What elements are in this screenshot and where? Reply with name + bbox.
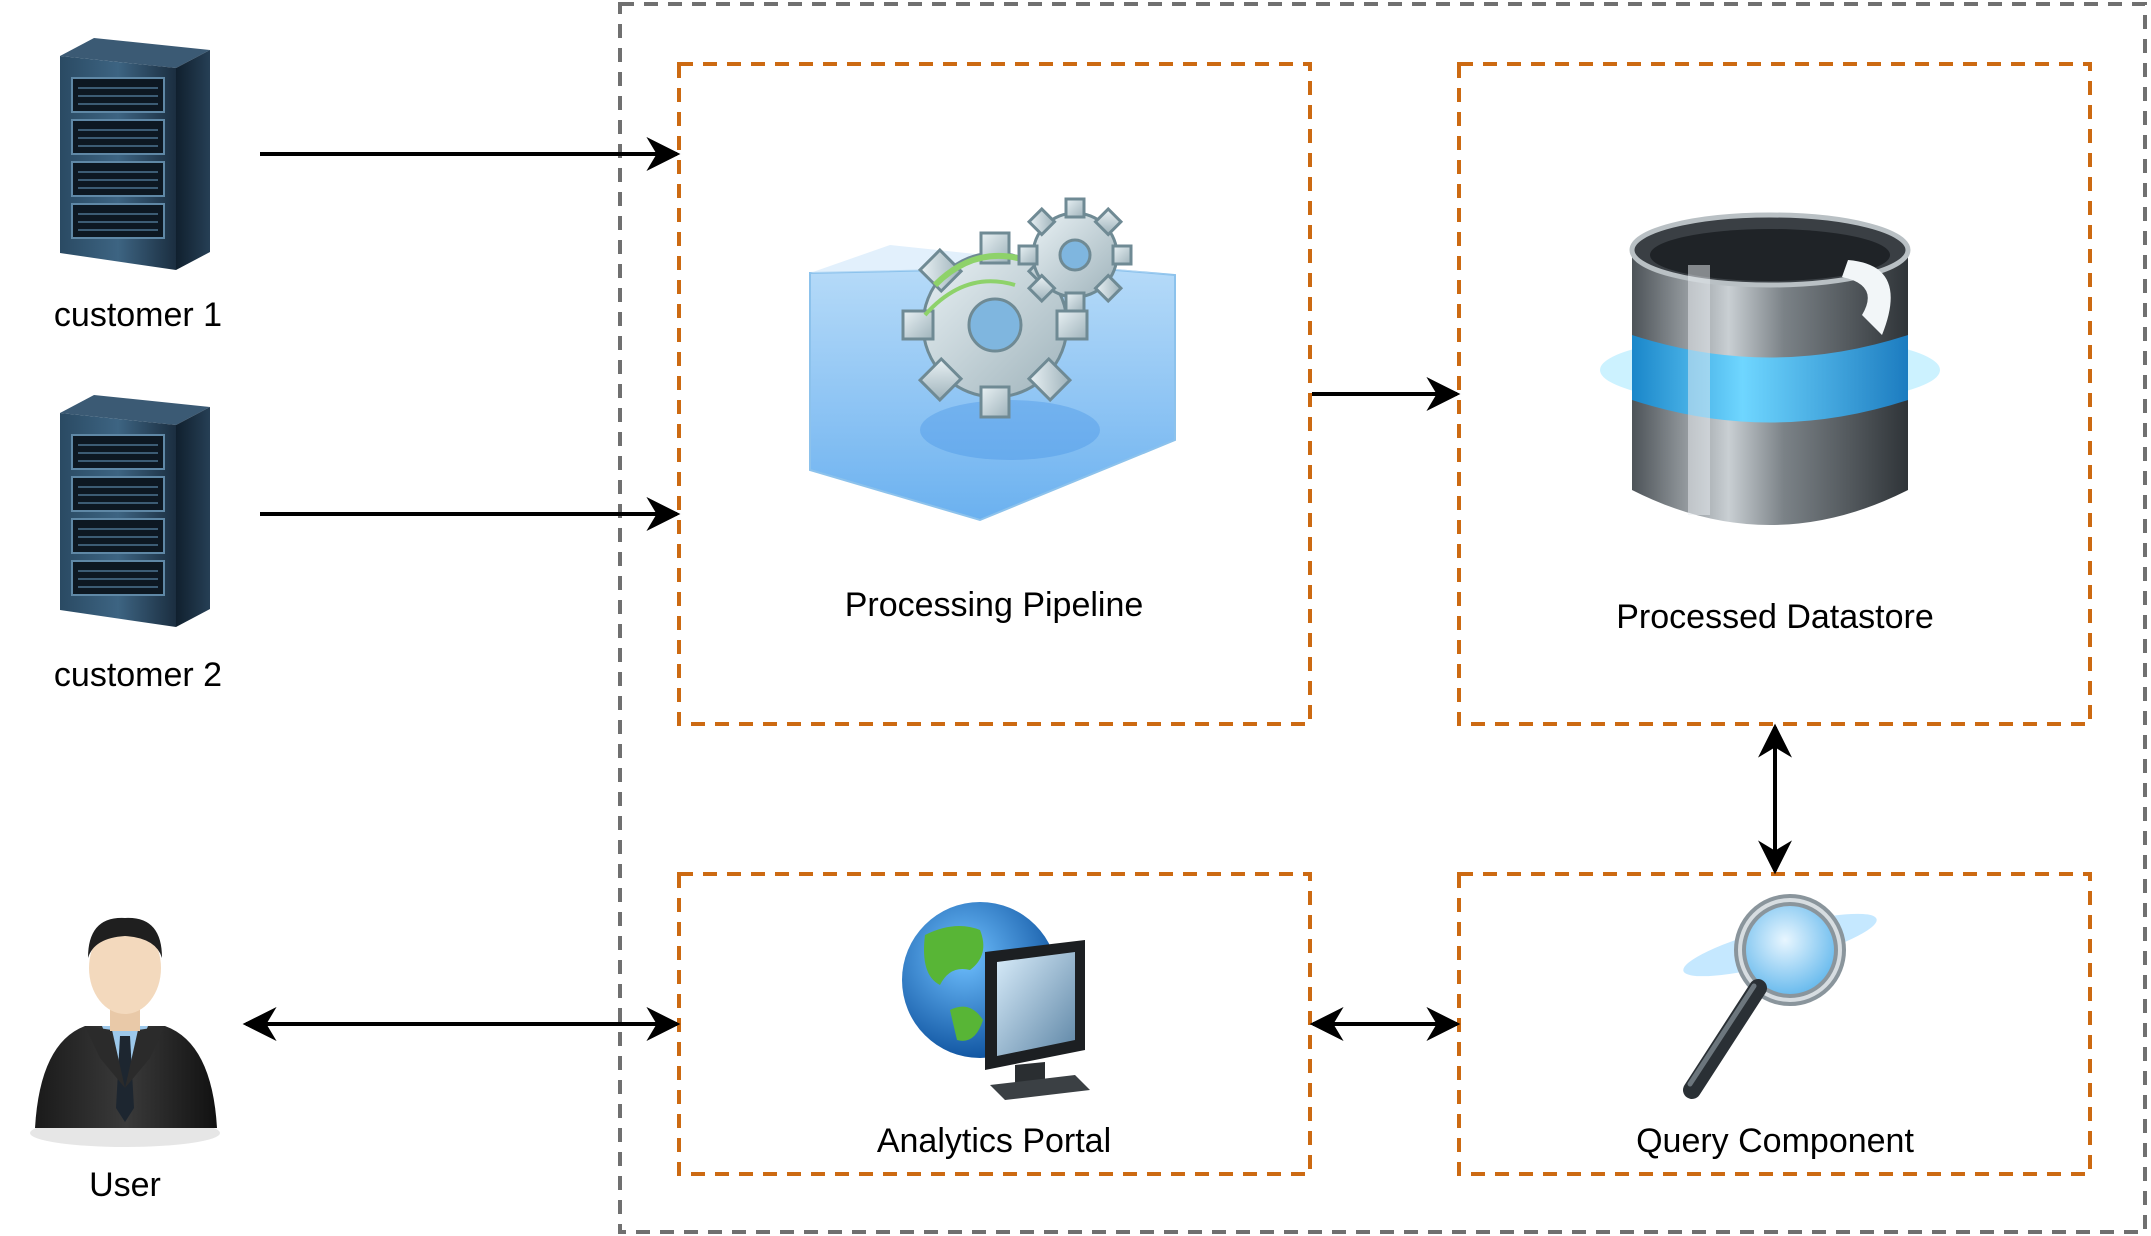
customer-2-label: customer 2 xyxy=(54,656,222,694)
system-boundary xyxy=(618,2,2147,1234)
user-label: User xyxy=(89,1166,161,1204)
database-cylinder-icon xyxy=(1600,212,1940,525)
server-rack-icon xyxy=(60,38,210,270)
businessman-icon xyxy=(30,917,220,1147)
processing-pipeline-boundary xyxy=(677,62,1312,726)
analytics-portal-label: Analytics Portal xyxy=(877,1122,1111,1160)
server-rack-icon xyxy=(60,395,210,627)
processing-pipeline-label: Processing Pipeline xyxy=(845,586,1144,624)
customer-1-label: customer 1 xyxy=(54,296,222,334)
query-component-label: Query Component xyxy=(1636,1122,1914,1160)
processed-datastore-boundary xyxy=(1457,62,2092,726)
globe-monitor-icon xyxy=(902,902,1090,1100)
processed-datastore-label: Processed Datastore xyxy=(1616,598,1934,636)
gears-cube-icon xyxy=(809,197,1176,522)
magnifier-icon xyxy=(1683,894,1877,1099)
